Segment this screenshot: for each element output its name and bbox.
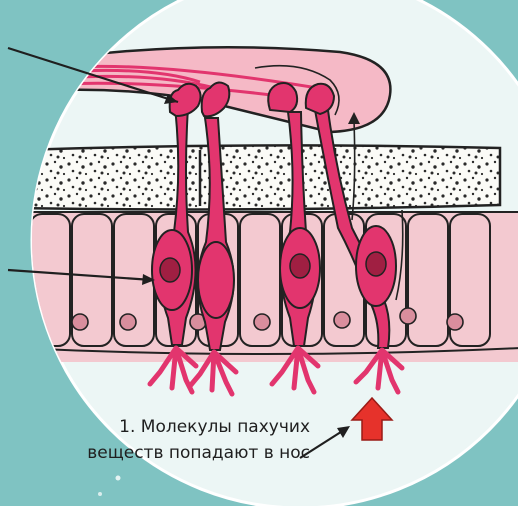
caption-line-2: веществ попадают в нос (40, 440, 310, 466)
caption-line-1: 1. Молекулы пахучих (40, 414, 310, 440)
bone-layer (20, 145, 500, 209)
caption: 1. Молекулы пахучих веществ попадают в н… (40, 414, 310, 466)
